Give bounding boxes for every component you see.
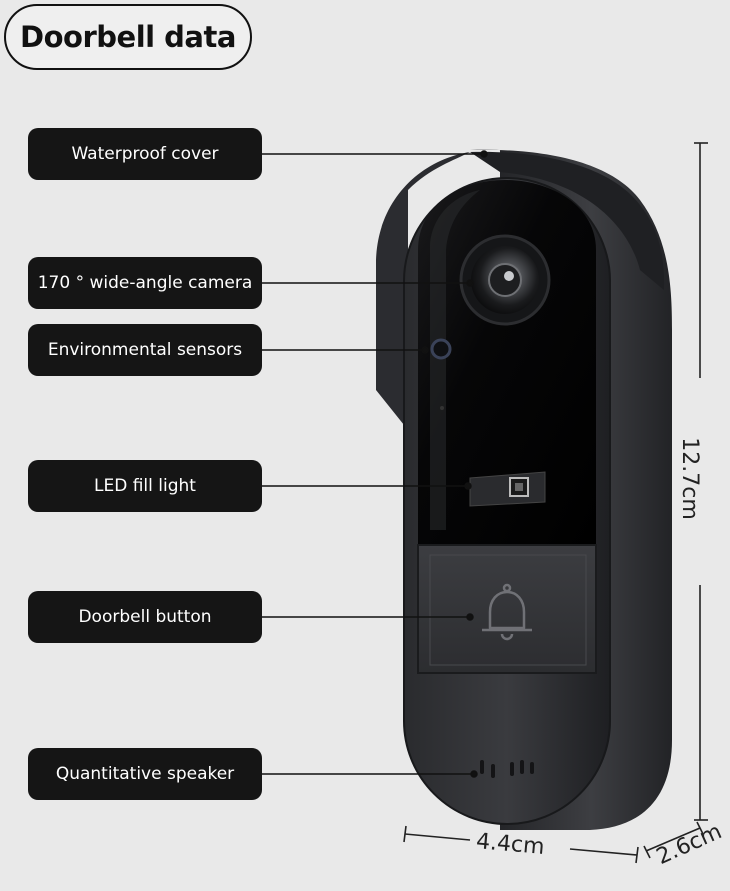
label-led-fill-light: LED fill light: [28, 460, 262, 512]
label-environmental-sensors: Environmental sensors: [28, 324, 262, 376]
leader-lines: [262, 150, 488, 778]
led-fill-light: [469, 471, 546, 507]
speaker-holes: [480, 760, 534, 778]
height-dimension-label: 12.7cm: [676, 437, 702, 520]
doorbell-button-shape: [417, 544, 597, 674]
width-dimension-line: [403, 825, 639, 864]
height-dimension-line: [694, 142, 708, 821]
depth-dimension-line: [643, 821, 704, 859]
page-title: Doorbell data: [4, 4, 252, 70]
waterproof-cover-shell: [376, 152, 470, 430]
label-doorbell-button: Doorbell button: [28, 591, 262, 643]
label-waterproof-cover: Waterproof cover: [28, 128, 262, 180]
bell-icon: [482, 583, 532, 641]
camera-lens: [459, 234, 551, 326]
label-quantitative-speaker: Quantitative speaker: [28, 748, 262, 800]
label-camera: 170 ° wide-angle camera: [28, 257, 262, 309]
environmental-sensor: [430, 338, 452, 360]
